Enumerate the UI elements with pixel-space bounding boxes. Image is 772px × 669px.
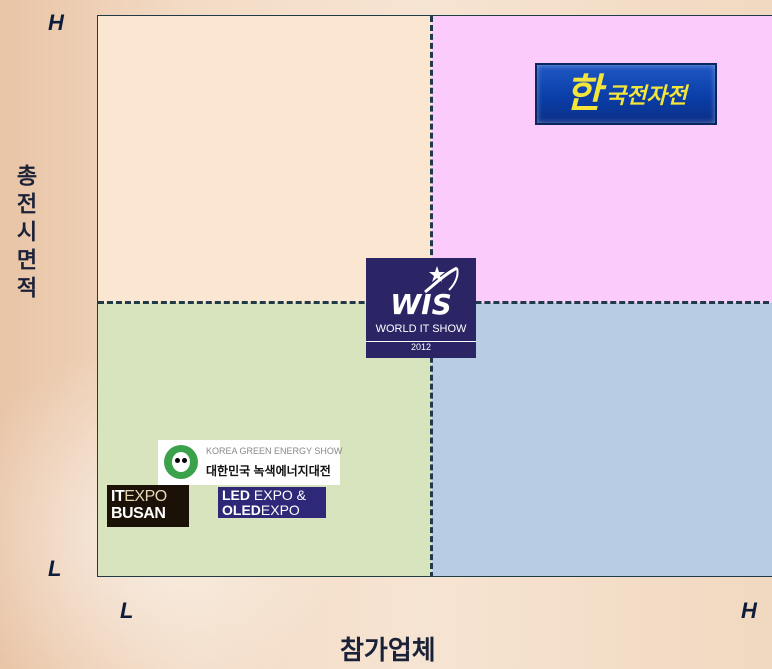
x-axis-high-label: H <box>741 598 757 623</box>
wis-name: WORLD IT SHOW <box>375 323 467 335</box>
quadrant-top-right <box>432 16 772 303</box>
penguin-mascot-icon <box>164 445 198 479</box>
quadrant-plot <box>97 15 772 577</box>
logo-text: 국전자전 <box>605 83 687 109</box>
oled-rest: EXPO <box>260 502 300 518</box>
korea-electronics-show-logo: 한 국전자전 <box>535 63 717 125</box>
y-axis-high-label: H <box>48 10 64 35</box>
x-axis-low-label: L <box>120 598 134 623</box>
green-energy-english: KOREA GREEN ENERGY SHOW <box>206 446 343 456</box>
wis-mark: WIS <box>390 288 452 321</box>
oled-bold: OLED <box>222 502 261 518</box>
green-energy-show-logo: KOREA GREEN ENERGY SHOW 대한민국 녹색에너지대전 <box>158 440 343 485</box>
y-axis-low-label: L <box>48 556 62 581</box>
it-expo-city: BUSAN <box>111 505 166 522</box>
logo-mark: 한 <box>565 70 602 117</box>
quadrant-bottom-right <box>432 303 772 576</box>
wis-year: 2012 <box>366 341 476 352</box>
led-expo-logo: LED EXPO & OLEDEXPO <box>218 487 326 518</box>
star-swoosh-icon <box>424 266 459 294</box>
green-energy-korean: 대한민국 녹색에너지대전 <box>206 464 331 478</box>
quadrant-top-left <box>98 16 432 303</box>
it-expo-rest: EXPO <box>124 488 167 505</box>
led-rest: EXPO & <box>253 487 307 503</box>
it-expo-busan-logo: ITEXPO BUSAN <box>107 485 189 527</box>
x-axis-title: 참가업체 <box>340 635 436 665</box>
world-it-show-logo: WIS WORLD IT SHOW 2012 <box>366 258 476 358</box>
it-bold: IT <box>111 488 125 505</box>
y-axis-title: 총전시면적 <box>13 164 38 304</box>
led-bold: LED <box>222 487 250 503</box>
